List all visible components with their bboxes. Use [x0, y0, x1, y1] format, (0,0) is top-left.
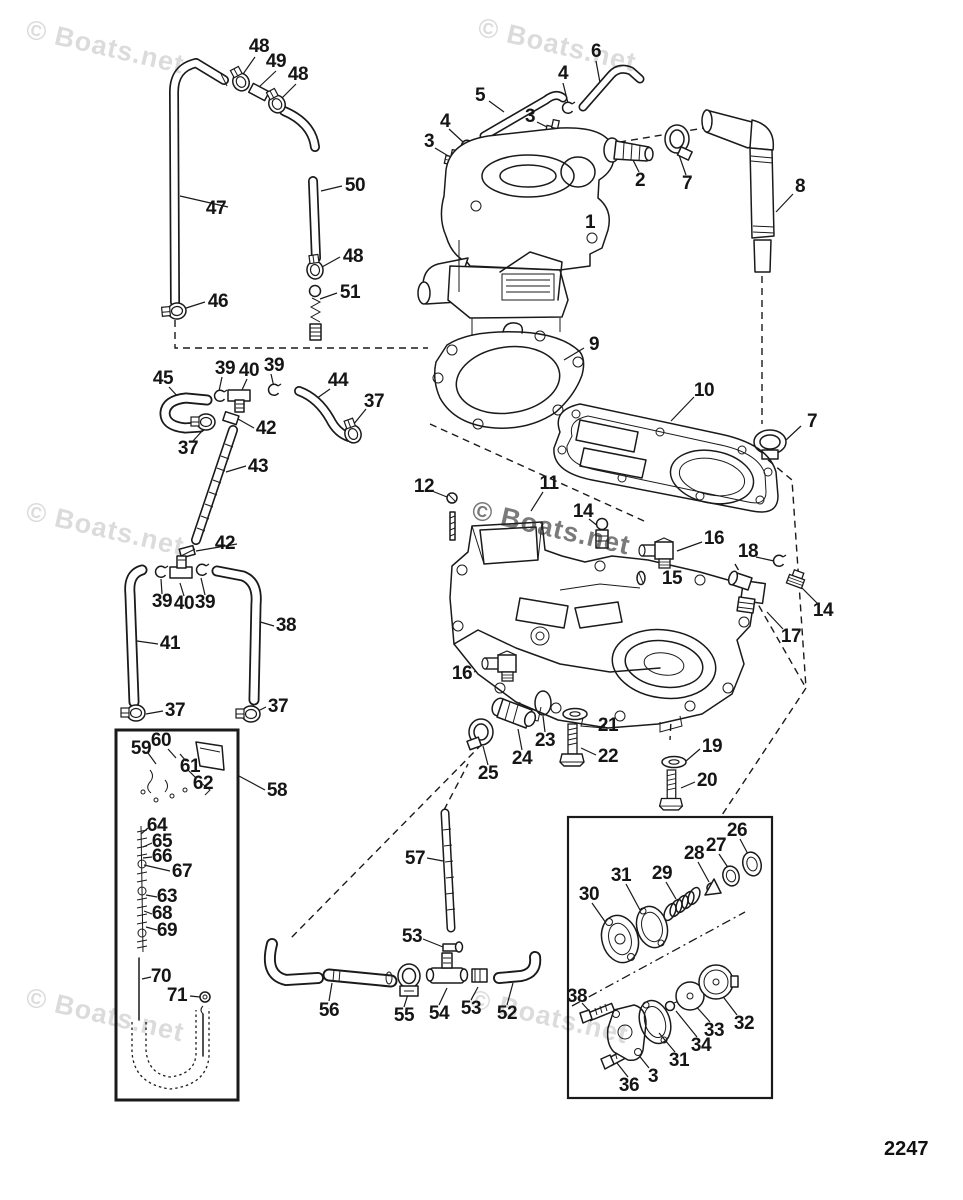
part-4-clamp [561, 101, 576, 115]
part-46-fitting [160, 301, 188, 322]
part-31-gasket [635, 905, 669, 949]
part-29-spring [663, 886, 701, 922]
part-10-gasket [553, 403, 779, 513]
page-number: 2247 [884, 1138, 929, 1160]
inset-box-58 [114, 728, 240, 1102]
part-25-clamp [466, 718, 494, 751]
part-1-housing [417, 127, 615, 336]
part-31-gasket-2 [638, 999, 672, 1045]
part-6-hose [578, 64, 645, 112]
part-53-fitting [442, 941, 464, 953]
part-38-bolt [579, 1002, 616, 1024]
part-57-tube [440, 808, 456, 933]
part-39-clamp-2 [267, 383, 282, 397]
part-23-oring [534, 690, 552, 716]
part-37-clamp-3 [120, 704, 146, 722]
part-41-hose [124, 564, 148, 708]
part-28-valve [704, 878, 722, 896]
part-20-bolt [658, 769, 684, 811]
part-22-bolt [559, 723, 585, 767]
part-39-clamp-4 [195, 563, 210, 577]
part-19-washer [661, 755, 687, 769]
part-52-hose [493, 951, 542, 984]
part-56-hose-elbow [263, 938, 324, 986]
part-14-fitting [595, 517, 609, 549]
part-55-clamp [397, 963, 421, 997]
inset-box-thermostat [566, 815, 774, 1100]
part-43-tube [191, 425, 238, 545]
part-40-tee-2 [169, 555, 193, 579]
part-5-hose [479, 90, 568, 141]
part-7-clamp-2 [753, 429, 787, 460]
part-44-hose [294, 386, 354, 442]
part-56-hose [322, 968, 398, 988]
part-30-cover [600, 914, 640, 964]
part-42-fitting [222, 410, 240, 426]
part-37-clamp-4 [235, 705, 261, 723]
part-54-tee [425, 952, 469, 984]
part-27-seal [722, 865, 740, 887]
part-45-hose [159, 392, 213, 434]
part-49-fitting [247, 82, 271, 102]
part-32-cover [698, 964, 739, 1000]
part-18-clip [772, 554, 787, 568]
part-26-cap [741, 851, 763, 877]
part-38-hose [211, 565, 262, 706]
part-9-gasket [432, 322, 585, 430]
part-17-elbow [727, 570, 767, 614]
part-51-check-valve [308, 284, 322, 341]
part-21-washer [562, 707, 588, 721]
part-24-fitting [491, 697, 537, 729]
part-14-fitting-2 [785, 568, 808, 590]
part-48-clamp-3 [304, 253, 325, 281]
part-12-screw [446, 492, 458, 541]
part-40-tee [227, 389, 251, 413]
part-53-fitting-2 [471, 968, 488, 983]
part-7-clamp [664, 124, 693, 161]
part-50-hose [279, 106, 321, 263]
part-15-plug [636, 570, 646, 586]
part-3-cover [606, 1004, 647, 1062]
part-33-diaphragm [675, 981, 705, 1011]
part-47-hose [169, 58, 229, 307]
part-48-clamp [226, 64, 254, 95]
part-2-fitting [603, 137, 654, 163]
part-11-manifold [449, 521, 755, 733]
part-42-fitting-2 [178, 544, 196, 559]
part-8-pipe [701, 109, 775, 273]
part-39-clamp-3 [154, 565, 169, 579]
part-39-clamp [213, 389, 228, 403]
